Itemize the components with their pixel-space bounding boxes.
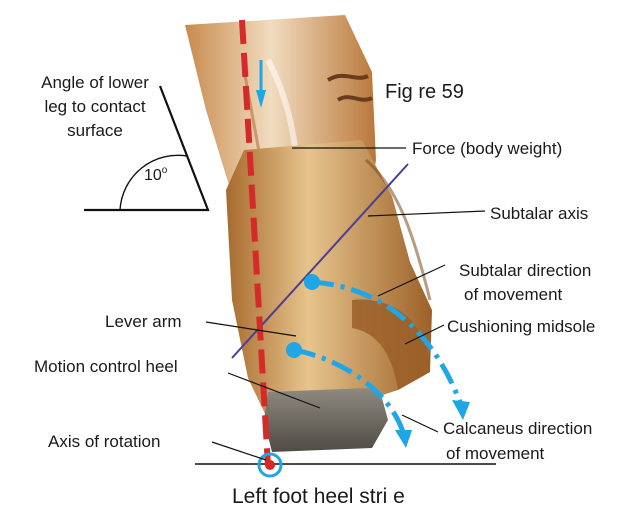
label-force: Force (body weight): [412, 139, 562, 158]
label-calcaneus-direction-1: Calcaneus direction: [443, 419, 592, 438]
label-axis-of-rotation: Axis of rotation: [48, 432, 160, 451]
axis-of-rotation-dot: [265, 460, 275, 470]
calcaneus-pivot-dot: [286, 342, 302, 358]
label-subtalar-axis: Subtalar axis: [490, 204, 588, 223]
angle-label-line-1: Angle of lower: [41, 73, 149, 92]
label-subtalar-direction-2: of movement: [464, 285, 563, 304]
figure-title: Fig re 59: [385, 81, 464, 103]
subtalar-pivot-dot: [304, 274, 320, 290]
angle-value: 10o: [144, 165, 168, 184]
leader-calcaneus: [402, 415, 438, 432]
angle-indicator: Angle of lower leg to contact surface 10…: [41, 73, 208, 210]
angle-label-line-2: leg to contact: [44, 97, 145, 116]
motion-control-heel-block: [264, 388, 388, 452]
angle-label-line-3: surface: [67, 121, 123, 140]
calcaneus-movement-arrowhead: [395, 430, 412, 448]
label-cushioning-midsole: Cushioning midsole: [447, 317, 595, 336]
figure-caption: Left foot heel stri e: [232, 485, 405, 508]
label-motion-control-heel: Motion control heel: [34, 357, 178, 376]
boot-lace-2: [338, 97, 372, 100]
label-calcaneus-direction-2: of movement: [446, 444, 545, 463]
subtalar-movement-arrowhead: [452, 400, 470, 420]
label-lever-arm: Lever arm: [105, 312, 182, 331]
label-subtalar-direction-1: Subtalar direction: [459, 261, 591, 280]
leader-axis-rotation: [212, 442, 266, 460]
